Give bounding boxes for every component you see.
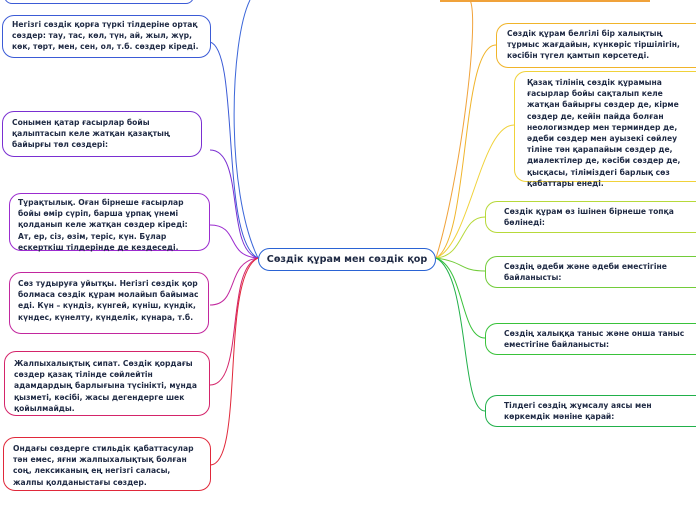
link-right-3 [435,216,486,259]
link-left-5 [209,257,259,386]
node-left-1[interactable]: Негізгі сөздік қорға түркі тілдеріне орт… [2,15,211,58]
node-right-3[interactable]: Сөздік құрам өз ішінен бірнеше топқа бөл… [485,201,696,233]
link-right-1 [435,44,497,259]
link-right-4 [435,257,486,272]
node-right-2[interactable]: Қазақ тілінің сөздік құрамына ғасырлар б… [514,71,696,188]
link-top-right [435,0,474,259]
node-left-5[interactable]: Жалпыхалықтық сипат. Сөздік қордағы сөзд… [4,351,210,416]
link-left-2 [209,149,259,259]
link-left-3 [209,224,259,259]
link-top-left [233,0,259,259]
node-left-4[interactable]: Сөз тудыруға уйытқы. Негізгі сөздік қор … [9,272,209,334]
node-right-1[interactable]: Сөздік құрам белгілі бір халықтың тұрмыс… [496,23,696,68]
node-left-2[interactable]: Сонымен қатар ғасырлар бойы қалыптасып к… [2,111,202,157]
link-right-2 [435,124,515,259]
node-right-6[interactable]: Тілдегі сөздің жұмсалу аясы мен көркемді… [485,395,696,427]
node-right-5[interactable]: Сөздің халыққа таныс және онша таныс еме… [485,323,696,355]
link-left-1 [209,41,259,259]
link-right-5 [435,257,486,339]
node-left-6[interactable]: Ондағы сөздерге стильдік қабаттасулар тә… [3,437,211,491]
central-topic[interactable]: Сөздік құрам мен сөздік қор [258,248,436,271]
top-stub-right [440,0,650,2]
node-right-4[interactable]: Сөздің әдеби және әдеби еместігіне байла… [485,256,696,288]
link-left-4 [209,257,259,306]
top-stub-left [4,0,194,4]
node-left-3[interactable]: Тұрақтылық. Оған бірнеше ғасырлар бойы ө… [9,193,210,252]
link-right-6 [435,257,486,412]
link-left-6 [209,257,259,466]
